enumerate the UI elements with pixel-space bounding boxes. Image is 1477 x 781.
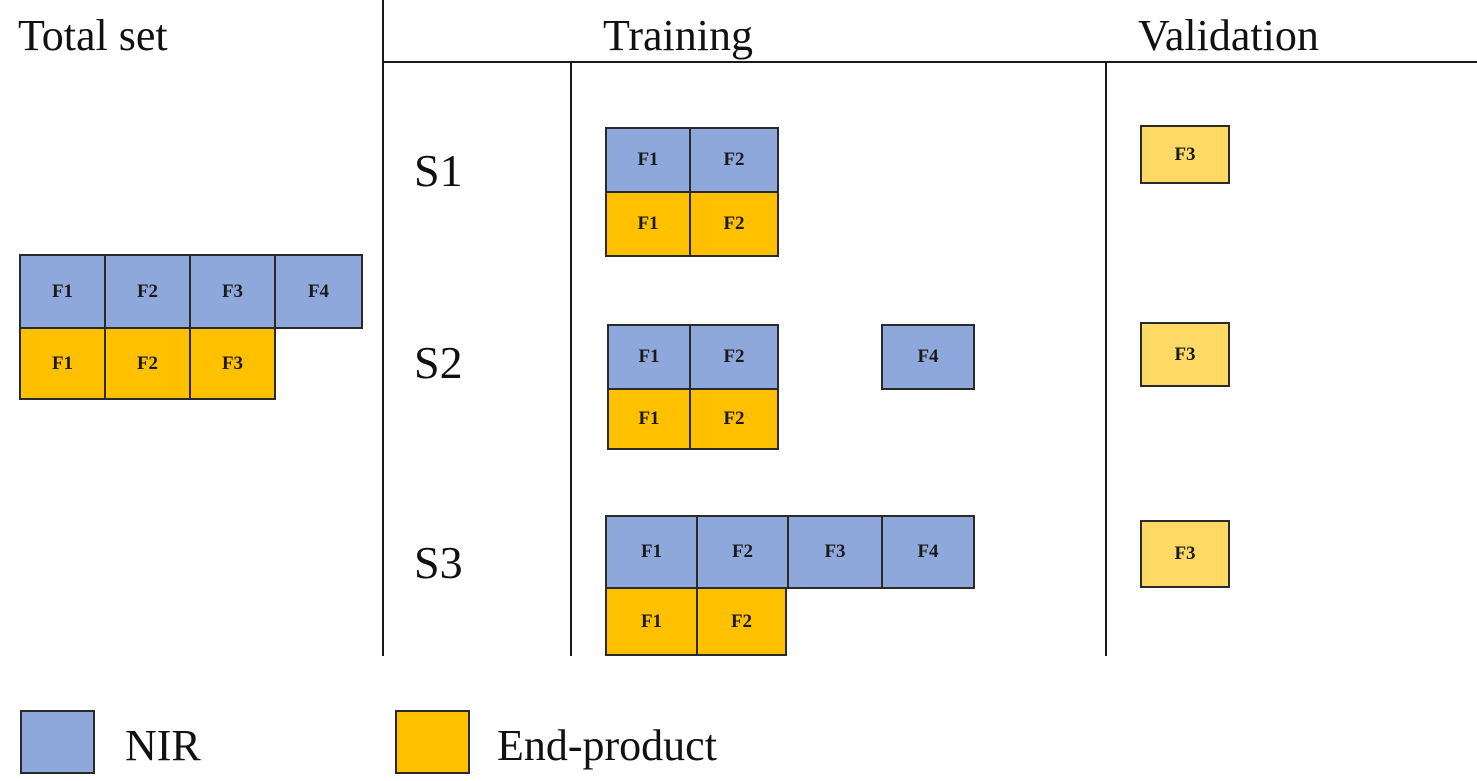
s1-validation-cell: F3 xyxy=(1140,125,1230,184)
total-end-product-cell: F1 xyxy=(19,327,106,400)
total-nir-cell: F1 xyxy=(19,254,106,329)
s1-training-end-product-cell: F1 xyxy=(605,191,691,257)
s3-validation-cell: F3 xyxy=(1140,520,1230,588)
scenario-label-s3: S3 xyxy=(414,537,463,588)
s1-training-nir-cell: F1 xyxy=(605,127,691,193)
s3-training-nir-cell: F2 xyxy=(696,515,789,589)
s3-training-nir-cell: F1 xyxy=(605,515,698,589)
s3-training-end-product-cell: F1 xyxy=(605,587,698,656)
legend-nir-label: NIR xyxy=(125,721,201,770)
s2-training-end-product-cell: F2 xyxy=(689,388,779,450)
s3-training-nir-cell: F4 xyxy=(881,515,975,589)
scenario-label-s2: S2 xyxy=(414,337,463,388)
s2-training-nir-extra-cell: F4 xyxy=(881,324,975,390)
legend-nir-swatch xyxy=(20,710,95,774)
header-validation: Validation xyxy=(1138,11,1319,60)
total-nir-cell: F2 xyxy=(104,254,191,329)
s1-training-nir-cell: F2 xyxy=(689,127,779,193)
s1-training-end-product-cell: F2 xyxy=(689,191,779,257)
header-total-set: Total set xyxy=(18,11,168,60)
total-nir-cell: F4 xyxy=(274,254,363,329)
s2-training-nir-cell: F2 xyxy=(689,324,779,390)
s3-training-nir-cell: F3 xyxy=(787,515,883,589)
s2-training-nir-cell: F1 xyxy=(607,324,691,390)
total-end-product-cell: F3 xyxy=(189,327,276,400)
scenario-label-s1: S1 xyxy=(414,145,463,196)
divider-vertical-left xyxy=(382,0,384,656)
divider-vertical-right xyxy=(1105,61,1107,656)
divider-vertical-mid xyxy=(570,61,572,656)
s3-training-end-product-cell: F2 xyxy=(696,587,787,656)
s2-validation-cell: F3 xyxy=(1140,322,1230,387)
header-training: Training xyxy=(603,11,753,60)
legend-end-product-swatch xyxy=(395,710,470,774)
total-nir-cell: F3 xyxy=(189,254,276,329)
legend-end-product-label: End-product xyxy=(497,721,717,770)
divider-horizontal-top xyxy=(382,61,1477,63)
total-end-product-cell: F2 xyxy=(104,327,191,400)
s2-training-end-product-cell: F1 xyxy=(607,388,691,450)
